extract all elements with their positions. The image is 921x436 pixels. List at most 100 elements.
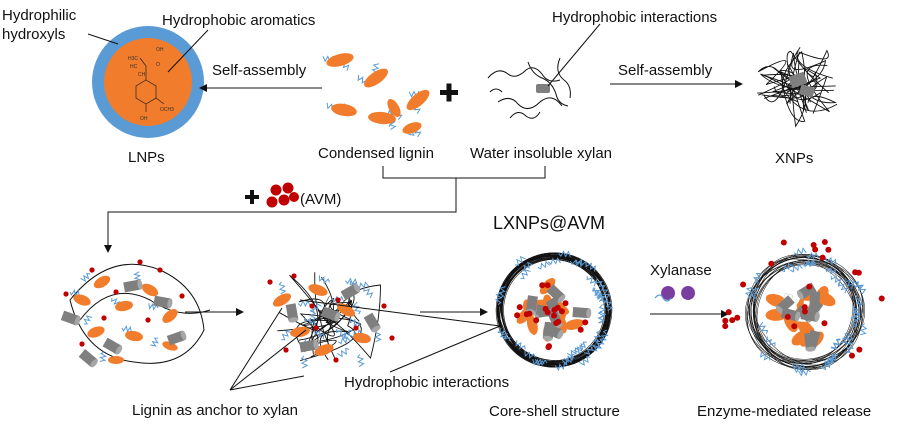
anchoring-stage — [267, 272, 395, 369]
drug-molecule — [740, 281, 747, 288]
hydrophobic-interactions-bottom-label: Hydrophobic interactions — [344, 374, 509, 391]
plus-icon — [440, 83, 458, 102]
atom-o: O — [156, 62, 160, 68]
drug-molecule — [291, 273, 297, 279]
drug-molecule — [722, 317, 729, 324]
hydroxyl-chain — [759, 351, 771, 361]
lignin-unit — [336, 303, 356, 317]
xnps-tangle — [757, 47, 838, 128]
hydroxyl-chain — [80, 272, 91, 283]
hydroxyl-chain — [765, 336, 776, 347]
drug-molecule — [878, 295, 885, 302]
hydroxyl-chain — [356, 354, 365, 368]
hydroxyl-chain — [825, 256, 837, 266]
hydrophobic-bottom-leader-1 — [389, 325, 501, 373]
hydroxyl-chain — [597, 310, 606, 324]
hydroxyl-chain — [300, 355, 309, 369]
drug-molecule — [768, 260, 775, 267]
drug-molecule — [526, 310, 533, 317]
drug-molecule — [821, 239, 828, 246]
hydroxyl-chain — [859, 323, 868, 336]
drug-molecule — [544, 282, 551, 289]
xylan-segment — [60, 310, 81, 326]
hydroxyl-chain — [852, 279, 862, 292]
hydroxyl-chain — [750, 288, 758, 301]
hydroxyl-chain — [515, 340, 526, 350]
hydroxyl-chain — [537, 260, 551, 270]
drug-molecule — [313, 325, 319, 331]
drug-molecule — [283, 347, 289, 353]
self-assembly-right-label: Self-assembly — [618, 62, 713, 79]
hydroxyl-chain — [121, 324, 132, 333]
xylanase-label: Xylanase — [650, 262, 712, 279]
hydroxyl-chain — [521, 261, 534, 272]
hydroxyl-chain — [497, 286, 506, 299]
hydroxyl-chain — [99, 351, 107, 362]
drug-molecule — [582, 319, 589, 326]
lignin-unit — [364, 68, 388, 88]
hydroxyl-chain — [278, 281, 287, 295]
hydroxyl-chain — [314, 329, 325, 340]
lignin-unit — [108, 356, 124, 364]
xylan-fiber — [760, 64, 834, 113]
hydroxyl-chain — [758, 321, 769, 334]
core-shell-particle — [494, 250, 614, 372]
hydroxyl-chain — [514, 255, 526, 266]
hydroxyl-chain — [150, 337, 159, 347]
drug-molecule — [555, 318, 562, 325]
drug-molecule — [353, 325, 359, 331]
lignin-unit — [368, 111, 396, 125]
xylan-segment — [804, 332, 816, 352]
hydroxyl-chain — [824, 355, 836, 366]
hydroxyl-chain — [579, 356, 591, 366]
lignin-unit — [402, 122, 422, 134]
xylan-segment — [340, 283, 361, 301]
lignin-unit — [387, 98, 401, 118]
hydroxyl-chain — [598, 304, 607, 318]
xylan-segment — [285, 303, 299, 323]
atom-och3: OCH3 — [160, 107, 174, 113]
lnps-label: LNPs — [128, 149, 165, 166]
hydroxyl-chain — [856, 282, 867, 295]
hydroxyl-chain — [337, 336, 351, 345]
condensed-lignin-label: Condensed lignin — [318, 145, 434, 162]
drug-molecule — [309, 303, 315, 309]
xylan-segment — [363, 312, 381, 333]
hydroxyl-chain — [592, 330, 602, 342]
hydroxyl-chain — [374, 329, 382, 343]
drug-molecule — [267, 279, 273, 285]
drug-molecule — [145, 317, 151, 323]
release-particle — [722, 239, 885, 377]
hydroxyl-chain — [535, 358, 548, 367]
hydroxyl-chain — [601, 286, 611, 300]
xylan-segment — [299, 339, 319, 353]
hydroxyl-chain — [793, 366, 807, 374]
drug-molecule — [562, 300, 569, 307]
hydroxyl-chain — [83, 315, 93, 325]
atom-ch: CH — [138, 72, 146, 78]
hydroxyl-chain — [554, 362, 568, 372]
hydroxyl-chain — [840, 332, 850, 343]
hydroxyl-chain — [853, 308, 861, 322]
hydroxyl-chain — [563, 353, 576, 363]
xylan-segment — [572, 306, 592, 319]
condensed-lignin-cluster — [322, 53, 430, 138]
hydroxyl-chain — [802, 260, 816, 268]
drug-molecule — [791, 323, 798, 330]
lignin-unit — [73, 294, 91, 306]
drug-molecule — [558, 308, 565, 315]
hydroxyl-chain — [845, 333, 854, 345]
hydroxyl-chain — [573, 343, 585, 354]
xylan-fiber — [303, 291, 355, 358]
hydroxyl-chain — [744, 287, 753, 300]
xylan-segment — [166, 330, 187, 346]
drug-molecule — [825, 246, 832, 253]
drug-molecule — [806, 283, 813, 290]
hydroxyl-chain — [806, 251, 819, 260]
drug-molecule — [389, 335, 395, 341]
hydroxyl-chain — [494, 292, 503, 306]
hydroxyl-chain — [825, 266, 836, 276]
lignin-unit — [406, 89, 430, 111]
hydroxyl-chain — [595, 337, 605, 349]
